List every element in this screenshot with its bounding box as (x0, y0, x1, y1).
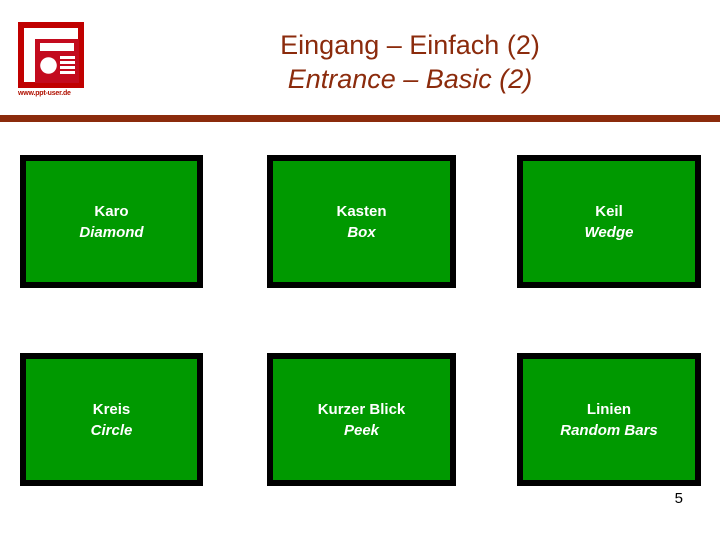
effect-label-de: Kurzer Blick (317, 400, 406, 418)
effect-box-diamond[interactable]: Karo Diamond (20, 155, 203, 288)
effect-label-en: Box (347, 223, 376, 241)
effect-label-de: Kasten (336, 202, 387, 220)
effect-label-en: Circle (90, 421, 133, 439)
logo-line (60, 71, 75, 74)
page-title: Eingang – Einfach (2) Entrance – Basic (… (110, 28, 710, 96)
header-divider (0, 115, 720, 122)
effect-label-de: Linien (586, 400, 632, 418)
logo-line (60, 66, 75, 69)
effect-label-de: Keil (595, 202, 623, 220)
logo-line (60, 56, 75, 59)
effect-box-peek[interactable]: Kurzer Blick Peek (267, 353, 456, 486)
logo-url-text: www.ppt-user.de (18, 90, 71, 97)
page-number: 5 (674, 490, 683, 507)
effect-box-circle[interactable]: Kreis Circle (20, 353, 203, 486)
page-title-de: Eingang – Einfach (2) (280, 30, 540, 60)
effect-label-de: Karo (94, 202, 129, 220)
pie-chart-icon (40, 57, 57, 74)
powerpoint-presentation-icon (18, 22, 84, 88)
effect-box-random-bars[interactable]: Linien Random Bars (517, 353, 701, 486)
logo-inner-frame (24, 28, 79, 83)
effect-box-box[interactable]: Kasten Box (267, 155, 456, 288)
effect-label-en: Diamond (79, 223, 144, 241)
effect-label-de: Kreis (92, 400, 131, 418)
page-title-en: Entrance – Basic (2) (287, 64, 533, 94)
list-lines-icon (60, 56, 75, 75)
logo-title-bar (40, 43, 74, 51)
effect-label-en: Wedge (584, 223, 634, 241)
effect-label-en: Peek (343, 421, 380, 439)
logo-block: www.ppt-user.de (18, 22, 90, 106)
effect-label-en: Random Bars (560, 421, 658, 439)
effect-box-wedge[interactable]: Keil Wedge (517, 155, 701, 288)
logo-line (60, 61, 75, 64)
logo-document-body (35, 39, 79, 83)
